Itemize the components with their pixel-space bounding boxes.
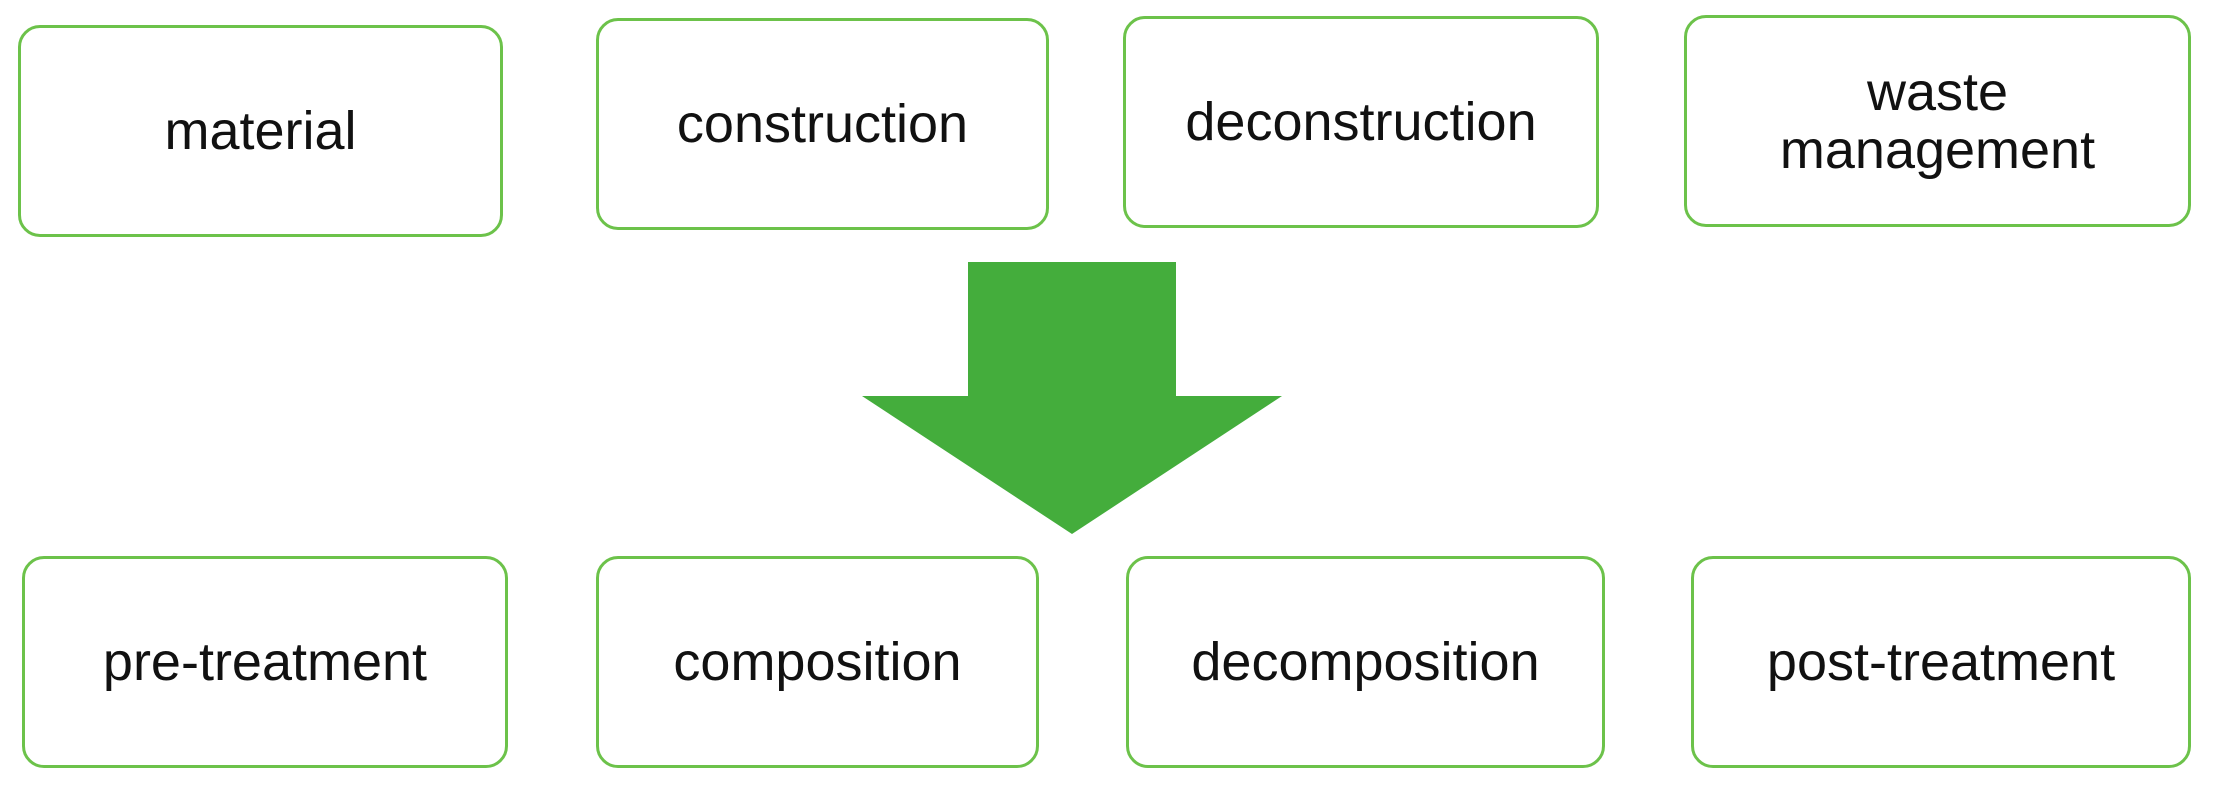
box-waste-management: waste management (1684, 15, 2191, 227)
box-label-waste-management: waste management (1779, 62, 2096, 180)
box-deconstruction: deconstruction (1123, 16, 1599, 228)
box-post-treatment: post-treatment (1691, 556, 2191, 768)
box-label-construction: construction (676, 94, 969, 154)
box-material: material (18, 25, 503, 237)
box-construction: construction (596, 18, 1049, 230)
down-arrow-icon (862, 262, 1282, 534)
box-pre-treatment: pre-treatment (22, 556, 508, 768)
box-composition: composition (596, 556, 1039, 768)
box-label-decomposition: decomposition (1191, 632, 1540, 692)
box-label-material: material (164, 101, 357, 161)
box-label-composition: composition (673, 632, 962, 692)
box-decomposition: decomposition (1126, 556, 1605, 768)
box-label-pre-treatment: pre-treatment (102, 632, 428, 692)
box-label-post-treatment: post-treatment (1766, 632, 2116, 692)
box-label-deconstruction: deconstruction (1185, 92, 1537, 152)
